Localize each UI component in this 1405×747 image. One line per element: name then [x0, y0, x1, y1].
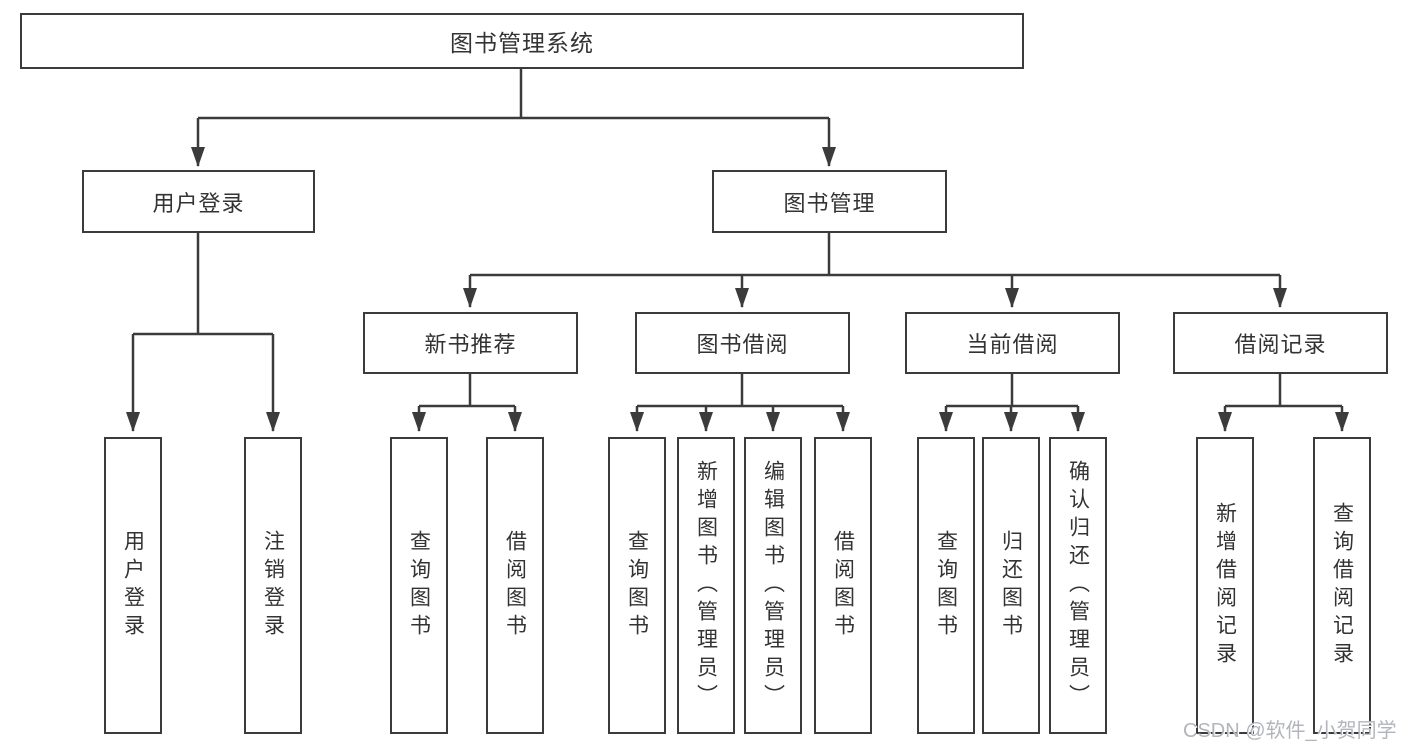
leaf-query-books-current: 查询图书 — [917, 437, 975, 734]
leaf-query-books-recommend-label: 查询图书 — [407, 529, 431, 642]
leaf-query-books-recommend: 查询图书 — [390, 437, 448, 734]
node-current-borrowing: 当前借阅 — [905, 312, 1120, 374]
node-user-login-label: 用户登录 — [152, 190, 245, 216]
leaf-query-borrow-record: 查询借阅记录 — [1313, 437, 1371, 734]
node-new-book-recommend-label: 新书推荐 — [424, 332, 517, 357]
node-borrow-records: 借阅记录 — [1173, 312, 1388, 374]
node-book-borrowing-label: 图书借阅 — [696, 332, 789, 357]
leaf-confirm-return-admin-label: 确认归还（管理员） — [1066, 459, 1090, 712]
leaf-query-books-borrowing: 查询图书 — [608, 437, 666, 734]
node-book-borrowing: 图书借阅 — [635, 312, 850, 374]
leaf-borrow-books: 借阅图书 — [814, 437, 872, 734]
leaf-logout-label: 注销登录 — [261, 529, 285, 642]
leaf-add-books-admin-label: 新增图书（管理员） — [694, 459, 718, 712]
leaf-return-books-label: 归还图书 — [999, 529, 1023, 642]
watermark-text: CSDN @软件_小贺同学 — [1183, 720, 1397, 742]
leaf-return-books: 归还图书 — [982, 437, 1040, 734]
leaf-add-borrow-record: 新增借阅记录 — [1196, 437, 1254, 734]
node-new-book-recommend: 新书推荐 — [363, 312, 578, 374]
leaf-borrow-books-recommend-label: 借阅图书 — [503, 529, 527, 642]
node-user-login: 用户登录 — [82, 170, 315, 233]
leaf-query-borrow-record-label: 查询借阅记录 — [1330, 501, 1354, 670]
node-current-borrowing-label: 当前借阅 — [966, 332, 1059, 357]
leaf-query-books-borrowing-label: 查询图书 — [625, 529, 649, 642]
node-book-management-label: 图书管理 — [783, 190, 876, 216]
node-root-label: 图书管理系统 — [450, 30, 594, 56]
leaf-borrow-books-label: 借阅图书 — [831, 529, 855, 642]
leaf-edit-books-admin-label: 编辑图书（管理员） — [761, 459, 785, 712]
node-root-system: 图书管理系统 — [20, 13, 1024, 69]
node-borrow-records-label: 借阅记录 — [1234, 332, 1327, 357]
leaf-query-books-current-label: 查询图书 — [934, 529, 958, 642]
leaf-add-books-admin: 新增图书（管理员） — [677, 437, 735, 734]
leaf-add-borrow-record-label: 新增借阅记录 — [1213, 501, 1237, 670]
leaf-logout: 注销登录 — [244, 437, 302, 734]
leaf-user-login-label: 用户登录 — [121, 529, 145, 642]
leaf-edit-books-admin: 编辑图书（管理员） — [744, 437, 802, 734]
leaf-confirm-return-admin: 确认归还（管理员） — [1049, 437, 1107, 734]
leaf-borrow-books-recommend: 借阅图书 — [486, 437, 544, 734]
leaf-user-login: 用户登录 — [104, 437, 162, 734]
node-book-management: 图书管理 — [712, 170, 947, 233]
